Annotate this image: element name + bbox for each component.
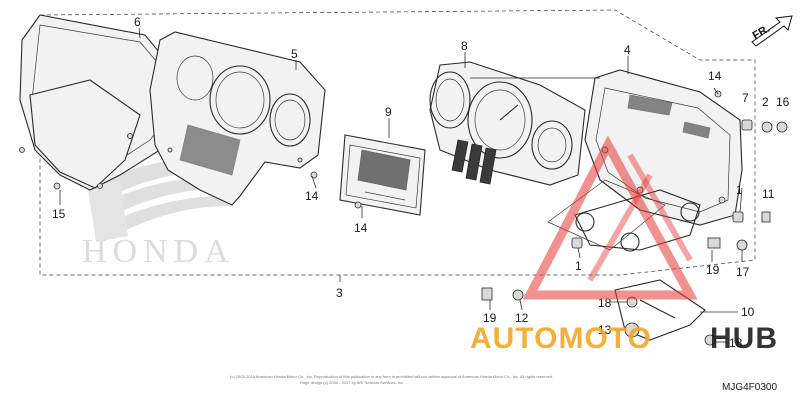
- callout-7: 7: [742, 91, 749, 105]
- callout-4: 4: [624, 43, 631, 57]
- part-15-screw: [53, 182, 61, 190]
- callout-5: 5: [291, 47, 298, 61]
- front-label: FR.: [751, 23, 772, 42]
- callout-14-b: 14: [354, 221, 368, 235]
- honda-brand-watermark: HONDA: [82, 233, 235, 270]
- part-6-meter-visor: [19, 14, 196, 191]
- front-direction-marker: FR.: [751, 15, 793, 47]
- part-17-washer: [736, 239, 748, 251]
- callout-14-c: 14: [708, 69, 722, 83]
- part-11-nut: [761, 211, 771, 223]
- watermark-text-secondary: HUB: [710, 322, 778, 355]
- diagram-code: MJG4F0300: [722, 382, 777, 393]
- callout-12: 12: [515, 311, 529, 325]
- automotohub-watermark: AUTOMOTO HUB: [470, 135, 778, 355]
- callout-9: 9: [385, 105, 392, 119]
- part-19-bolt-upper: [707, 237, 721, 249]
- callout-16: 16: [776, 95, 790, 109]
- callout-19-b: 19: [483, 311, 497, 325]
- copyright-line-1: (c) 2003-2015 American Honda Motor Co., …: [230, 374, 553, 379]
- part-12-collar: [512, 289, 524, 301]
- callout-15: 15: [52, 207, 66, 221]
- callout-18-b: 18: [729, 336, 743, 350]
- copyright-line-2: Page design (c) 2004 - 2017 by ARI Netwo…: [300, 380, 404, 385]
- part-7-rubber-grommet: [741, 119, 753, 131]
- part-8-instrument-cluster: [429, 61, 586, 186]
- callout-14-a: 14: [305, 189, 319, 203]
- leader-lines: [59, 27, 743, 343]
- callout-11: 11: [762, 187, 775, 201]
- callout-17: 17: [736, 265, 750, 279]
- callout-10: 10: [741, 305, 755, 319]
- part-19-bolt-lower: [481, 287, 493, 301]
- callout-1-a: 1: [736, 183, 743, 197]
- callout-6: 6: [134, 15, 141, 29]
- part-9-display-module: [339, 134, 426, 216]
- part-1-rubber-mount-lower: [571, 237, 583, 249]
- part-5-meter-panel: [149, 31, 326, 206]
- part-1-rubber-mount: [732, 211, 744, 223]
- assembly-frame: [39, 9, 756, 282]
- callout-numbers: 6 5 8 4 9 3 15 14 14 14 7 2 16 1 1 11 17…: [52, 15, 790, 350]
- callout-1-b: 1: [575, 259, 582, 273]
- callout-3: 3: [336, 286, 343, 300]
- part-14-screw-b: [354, 201, 362, 209]
- callout-13: 13: [598, 323, 612, 337]
- callout-8: 8: [461, 39, 468, 53]
- hardware-parts: [53, 90, 788, 346]
- part-14-screw-a: [310, 171, 318, 179]
- part-4-meter-housing: [584, 69, 743, 226]
- part-2-collar: [761, 121, 773, 133]
- part-16-nut: [776, 121, 788, 133]
- callout-2: 2: [762, 95, 769, 109]
- part-18-screw-lower: [704, 334, 716, 346]
- honda-wing-watermark: HONDA: [82, 157, 250, 270]
- watermark-text-primary: AUTOMOTO: [470, 322, 652, 355]
- callout-19-a: 19: [706, 263, 720, 277]
